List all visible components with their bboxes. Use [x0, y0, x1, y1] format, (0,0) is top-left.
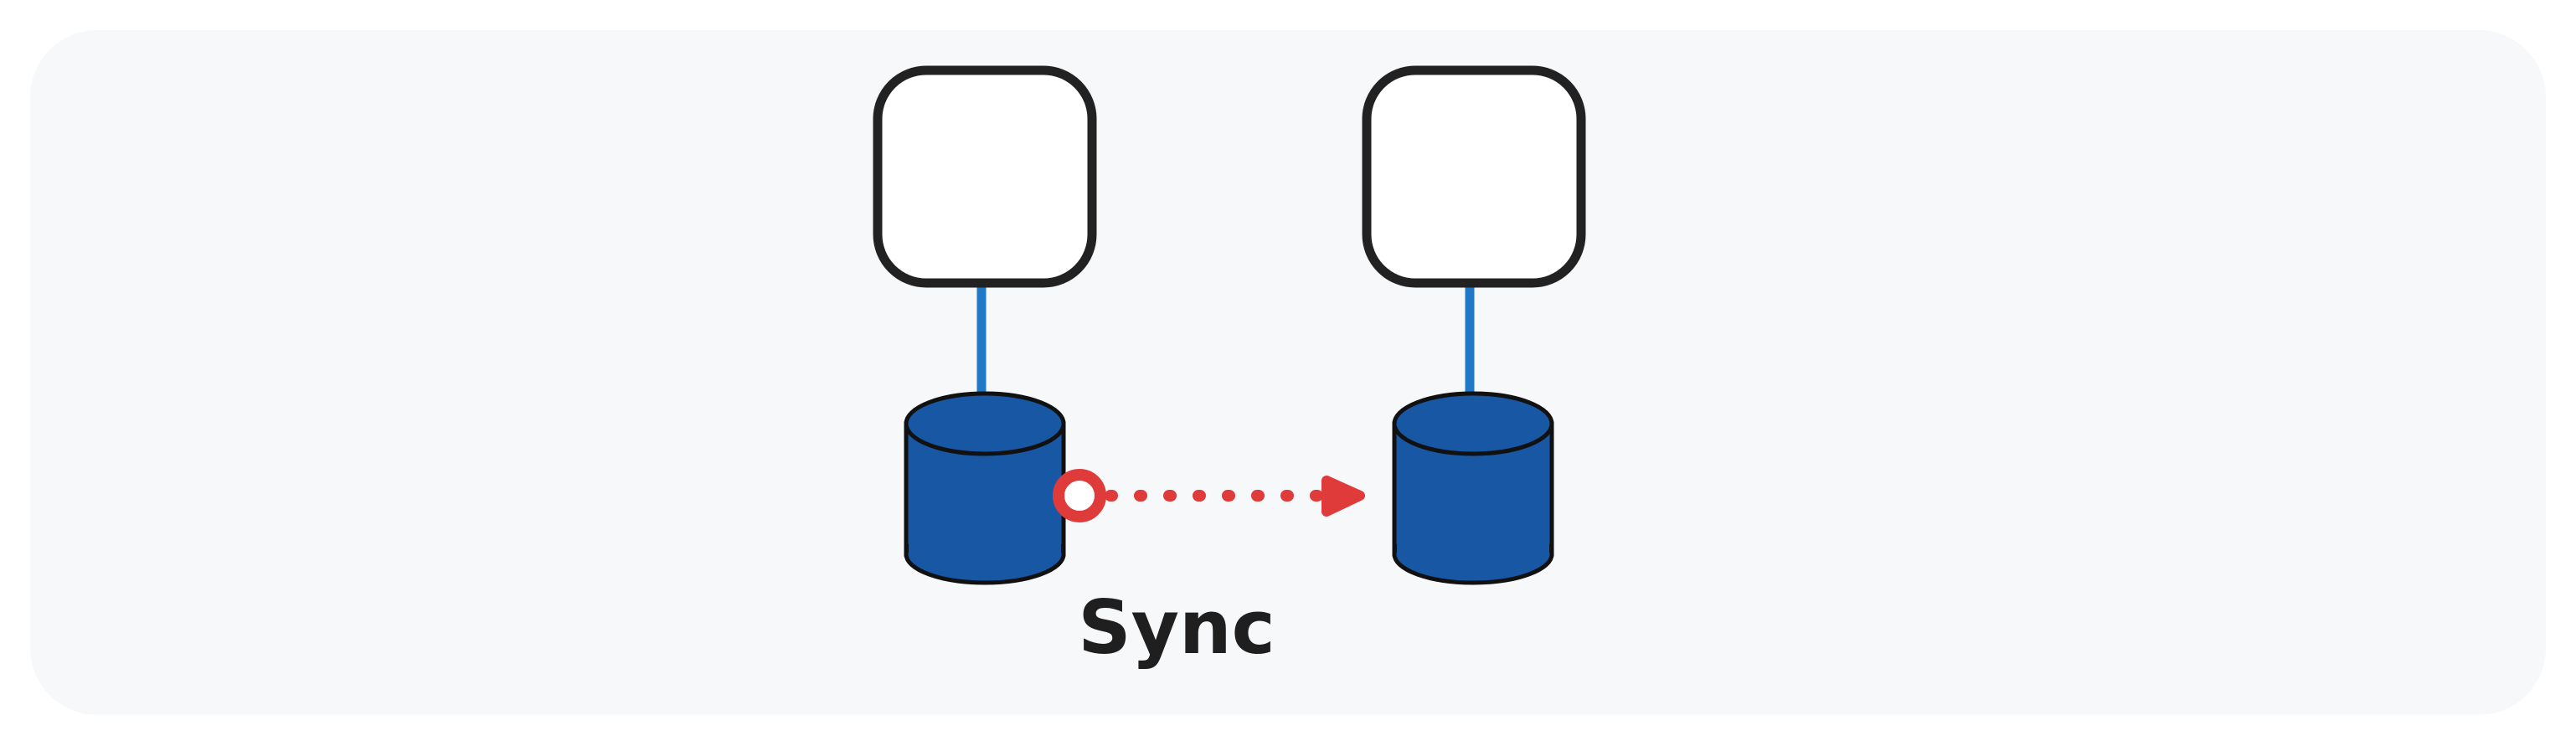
- left-database-icon: [904, 391, 1066, 585]
- left-app-box: [873, 65, 1097, 288]
- sync-arrow: [1053, 469, 1365, 522]
- right-database-icon: [1392, 391, 1554, 585]
- right-app-box: [1362, 65, 1586, 288]
- sync-caption: Sync: [1078, 584, 1275, 671]
- sync-arrowhead-icon: [1321, 476, 1365, 517]
- background-panel: [30, 30, 2546, 715]
- sync-start-ring-icon: [1053, 469, 1106, 522]
